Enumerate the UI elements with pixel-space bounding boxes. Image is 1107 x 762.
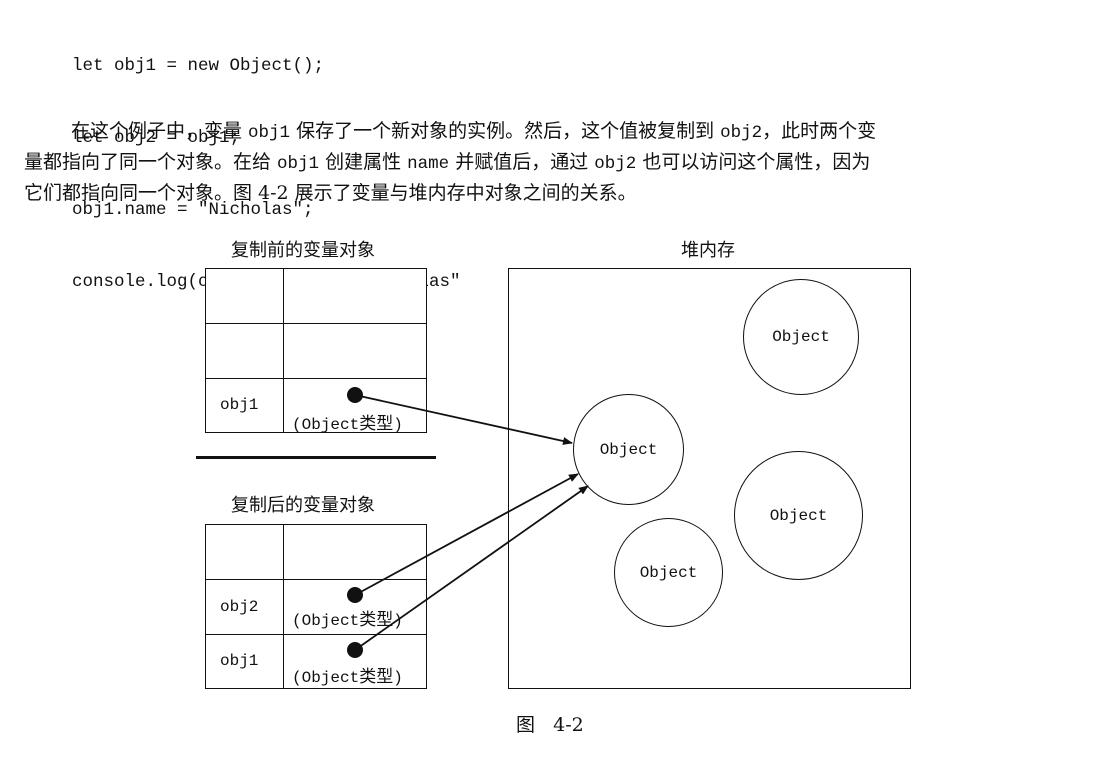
var-value: (Object类型)	[292, 667, 403, 687]
before-caption: 复制前的变量对象	[231, 240, 375, 261]
figure-caption: 图 4-2	[516, 714, 584, 736]
table-row: obj2 (Object类型)	[206, 580, 426, 635]
paragraph-line: 它们都指向同一个对象。图 4-2 展示了变量与堆内存中对象之间的关系。	[24, 182, 637, 204]
variable-table-before: obj1 (Object类型)	[205, 268, 427, 434]
heap-object: Object	[743, 279, 859, 395]
table-row: obj1 (Object类型)	[206, 379, 426, 434]
paragraph-line: 在这个例子中，变量 obj1 保存了一个新对象的实例。然后，这个值被复制到 ob…	[71, 120, 877, 143]
var-name-obj2: obj2	[220, 598, 259, 616]
after-caption: 复制后的变量对象	[231, 495, 375, 516]
heap-caption: 堆内存	[681, 240, 735, 261]
var-value: (Object类型)	[292, 414, 403, 434]
heap-object: Object	[614, 518, 723, 627]
heap-object-referenced: Object	[573, 394, 684, 505]
table-divider	[283, 269, 284, 432]
var-value: (Object类型)	[292, 610, 403, 630]
section-divider	[196, 456, 436, 459]
heap-object: Object	[734, 451, 863, 580]
table-row	[206, 269, 426, 324]
table-row	[206, 525, 426, 580]
variable-table-after: obj2 (Object类型) obj1 (Object类型)	[205, 524, 427, 689]
var-name-obj1: obj1	[220, 652, 259, 670]
var-name-obj1: obj1	[220, 396, 259, 414]
table-row	[206, 324, 426, 379]
table-row: obj1 (Object类型)	[206, 635, 426, 690]
code-line: obj1.name = "Nicholas";	[72, 200, 314, 220]
code-line: let obj2 = obj1;	[72, 128, 241, 148]
code-line: let obj1 = new Object();	[72, 56, 325, 76]
paragraph-line: 量都指向了同一个对象。在给 obj1 创建属性 name 并赋值后，通过 obj…	[24, 151, 871, 174]
table-divider	[283, 525, 284, 688]
body-paragraph: 在这个例子中，变量 obj1 保存了一个新对象的实例。然后，这个值被复制到 ob…	[24, 116, 1086, 209]
